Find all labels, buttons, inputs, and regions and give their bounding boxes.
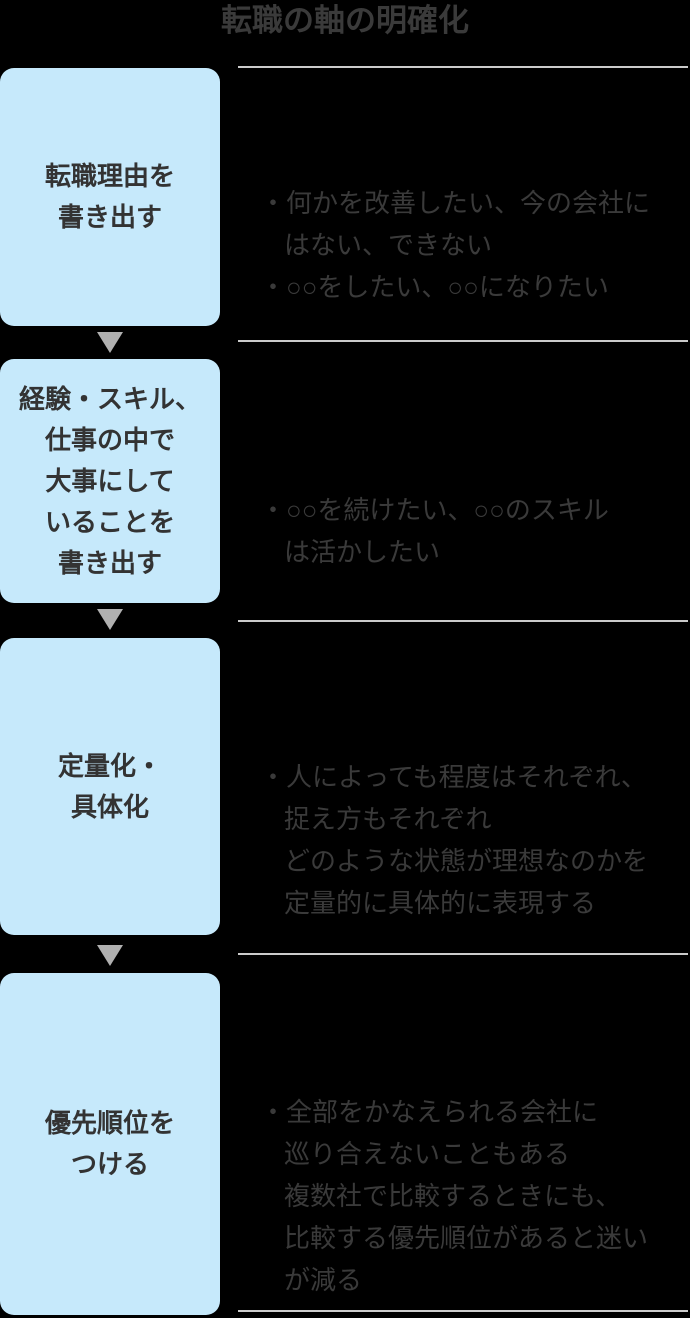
note-line: ・全部をかなえられる会社に — [260, 1097, 599, 1127]
step-box-write-reasons: 転職理由を 書き出す — [0, 68, 220, 326]
section-divider — [238, 620, 688, 622]
note-line: が減る — [284, 1265, 363, 1295]
note-line: 比較する優先順位があると迷い — [284, 1223, 649, 1253]
step-notes-2: ・○○を続けたい、○○のスキル は活かしたい — [260, 489, 609, 573]
step-box-prioritize: 優先順位を つける — [0, 973, 220, 1315]
step-label-line: 転職理由を — [44, 161, 175, 191]
note-line: ・何かを改善したい、今の会社に — [260, 188, 651, 218]
note-line: 巡り合えないこともある — [284, 1139, 571, 1169]
step-label-line: 具体化 — [70, 791, 149, 822]
arrow-down-icon — [97, 332, 123, 353]
step-label-line: 大事にして — [45, 465, 175, 496]
section-divider — [238, 66, 688, 68]
step-notes-3: ・人によっても程度はそれぞれ、 捉え方もそれぞれ どのような状態が理想なのかを … — [260, 756, 648, 924]
note-line: ・人によっても程度はそれぞれ、 — [260, 762, 647, 792]
step-label-line: 優先順位を — [44, 1108, 175, 1138]
step-label-line: 書き出す — [57, 547, 162, 578]
note-line: 定量的に具体的に表現する — [284, 888, 597, 918]
section-divider — [238, 340, 688, 342]
note-line: ・○○を続けたい、○○のスキル — [260, 495, 609, 525]
step-label-line: いることを — [44, 506, 175, 537]
step-label-line: 書き出す — [57, 202, 162, 232]
arrow-down-icon — [97, 945, 123, 966]
arrow-down-icon — [97, 609, 123, 630]
section-divider — [238, 953, 688, 955]
section-divider — [238, 1310, 688, 1312]
step-box-quantify: 定量化・ 具体化 — [0, 638, 220, 935]
note-line: は活かしたい — [284, 537, 441, 567]
note-line: 捉え方もそれぞれ — [284, 804, 492, 834]
step-notes-4: ・全部をかなえられる会社に 巡り合えないこともある 複数社で比較するときにも、 … — [260, 1091, 648, 1301]
diagram-title: 転職の軸の明確化 — [221, 3, 469, 38]
note-line: 複数社で比較するときにも、 — [284, 1181, 622, 1211]
step-label-line: 定量化・ — [57, 750, 162, 781]
note-line: ・○○をしたい、○○になりたい — [260, 272, 609, 302]
step-label-line: 仕事の中で — [44, 424, 175, 455]
note-line: はない、できない — [284, 230, 493, 260]
note-line: どのような状態が理想なのかを — [284, 846, 649, 876]
step-box-write-skills: 経験・スキル、 仕事の中で 大事にして いることを 書き出す — [0, 359, 220, 603]
step-notes-1: ・何かを改善したい、今の会社に はない、できない ・○○をしたい、○○になりたい — [260, 182, 650, 308]
step-label-line: 経験・スキル、 — [18, 383, 201, 414]
step-label-line: つける — [70, 1149, 149, 1179]
